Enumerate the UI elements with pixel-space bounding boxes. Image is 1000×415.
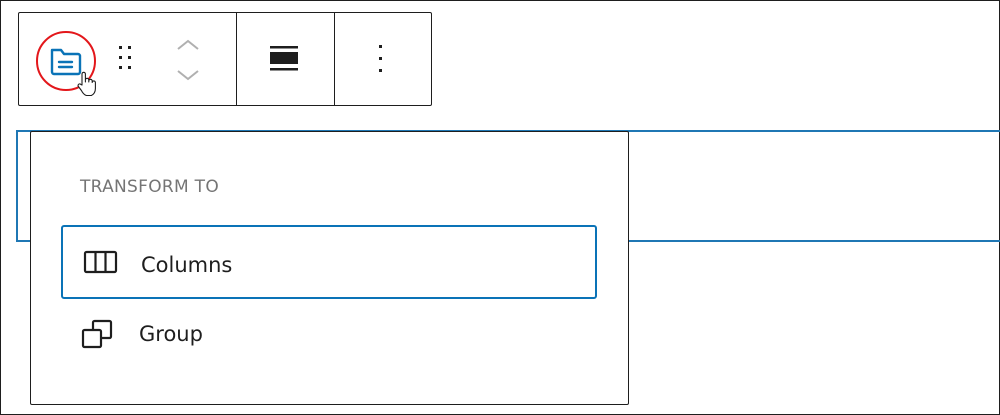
drag-handle[interactable] [115, 43, 139, 75]
menu-item-group[interactable]: Group [61, 296, 597, 370]
block-toolbar [18, 12, 432, 106]
align-wide-icon [270, 46, 298, 71]
more-vertical-icon [379, 45, 382, 72]
toolbar-separator [236, 13, 237, 105]
chevron-up-icon [177, 39, 199, 50]
group-icon [81, 319, 113, 349]
toolbar-separator [334, 13, 335, 105]
columns-icon [83, 250, 118, 274]
menu-item-label: Columns [141, 253, 233, 277]
transform-popover: TRANSFORM TO Columns Group [30, 131, 629, 405]
options-button[interactable] [369, 43, 393, 75]
drag-dots-icon [119, 46, 131, 69]
menu-item-columns[interactable]: Columns [61, 225, 597, 299]
popover-title: TRANSFORM TO [80, 177, 220, 197]
move-down-button[interactable] [174, 67, 202, 83]
hand-cursor-icon [77, 71, 96, 97]
align-button[interactable] [267, 43, 303, 75]
menu-item-label: Group [139, 322, 203, 346]
highlight-circle [36, 31, 96, 91]
folder-lines-icon [50, 48, 82, 76]
move-up-button[interactable] [174, 37, 202, 53]
block-type-button[interactable] [31, 29, 107, 109]
chevron-down-icon [177, 70, 199, 81]
